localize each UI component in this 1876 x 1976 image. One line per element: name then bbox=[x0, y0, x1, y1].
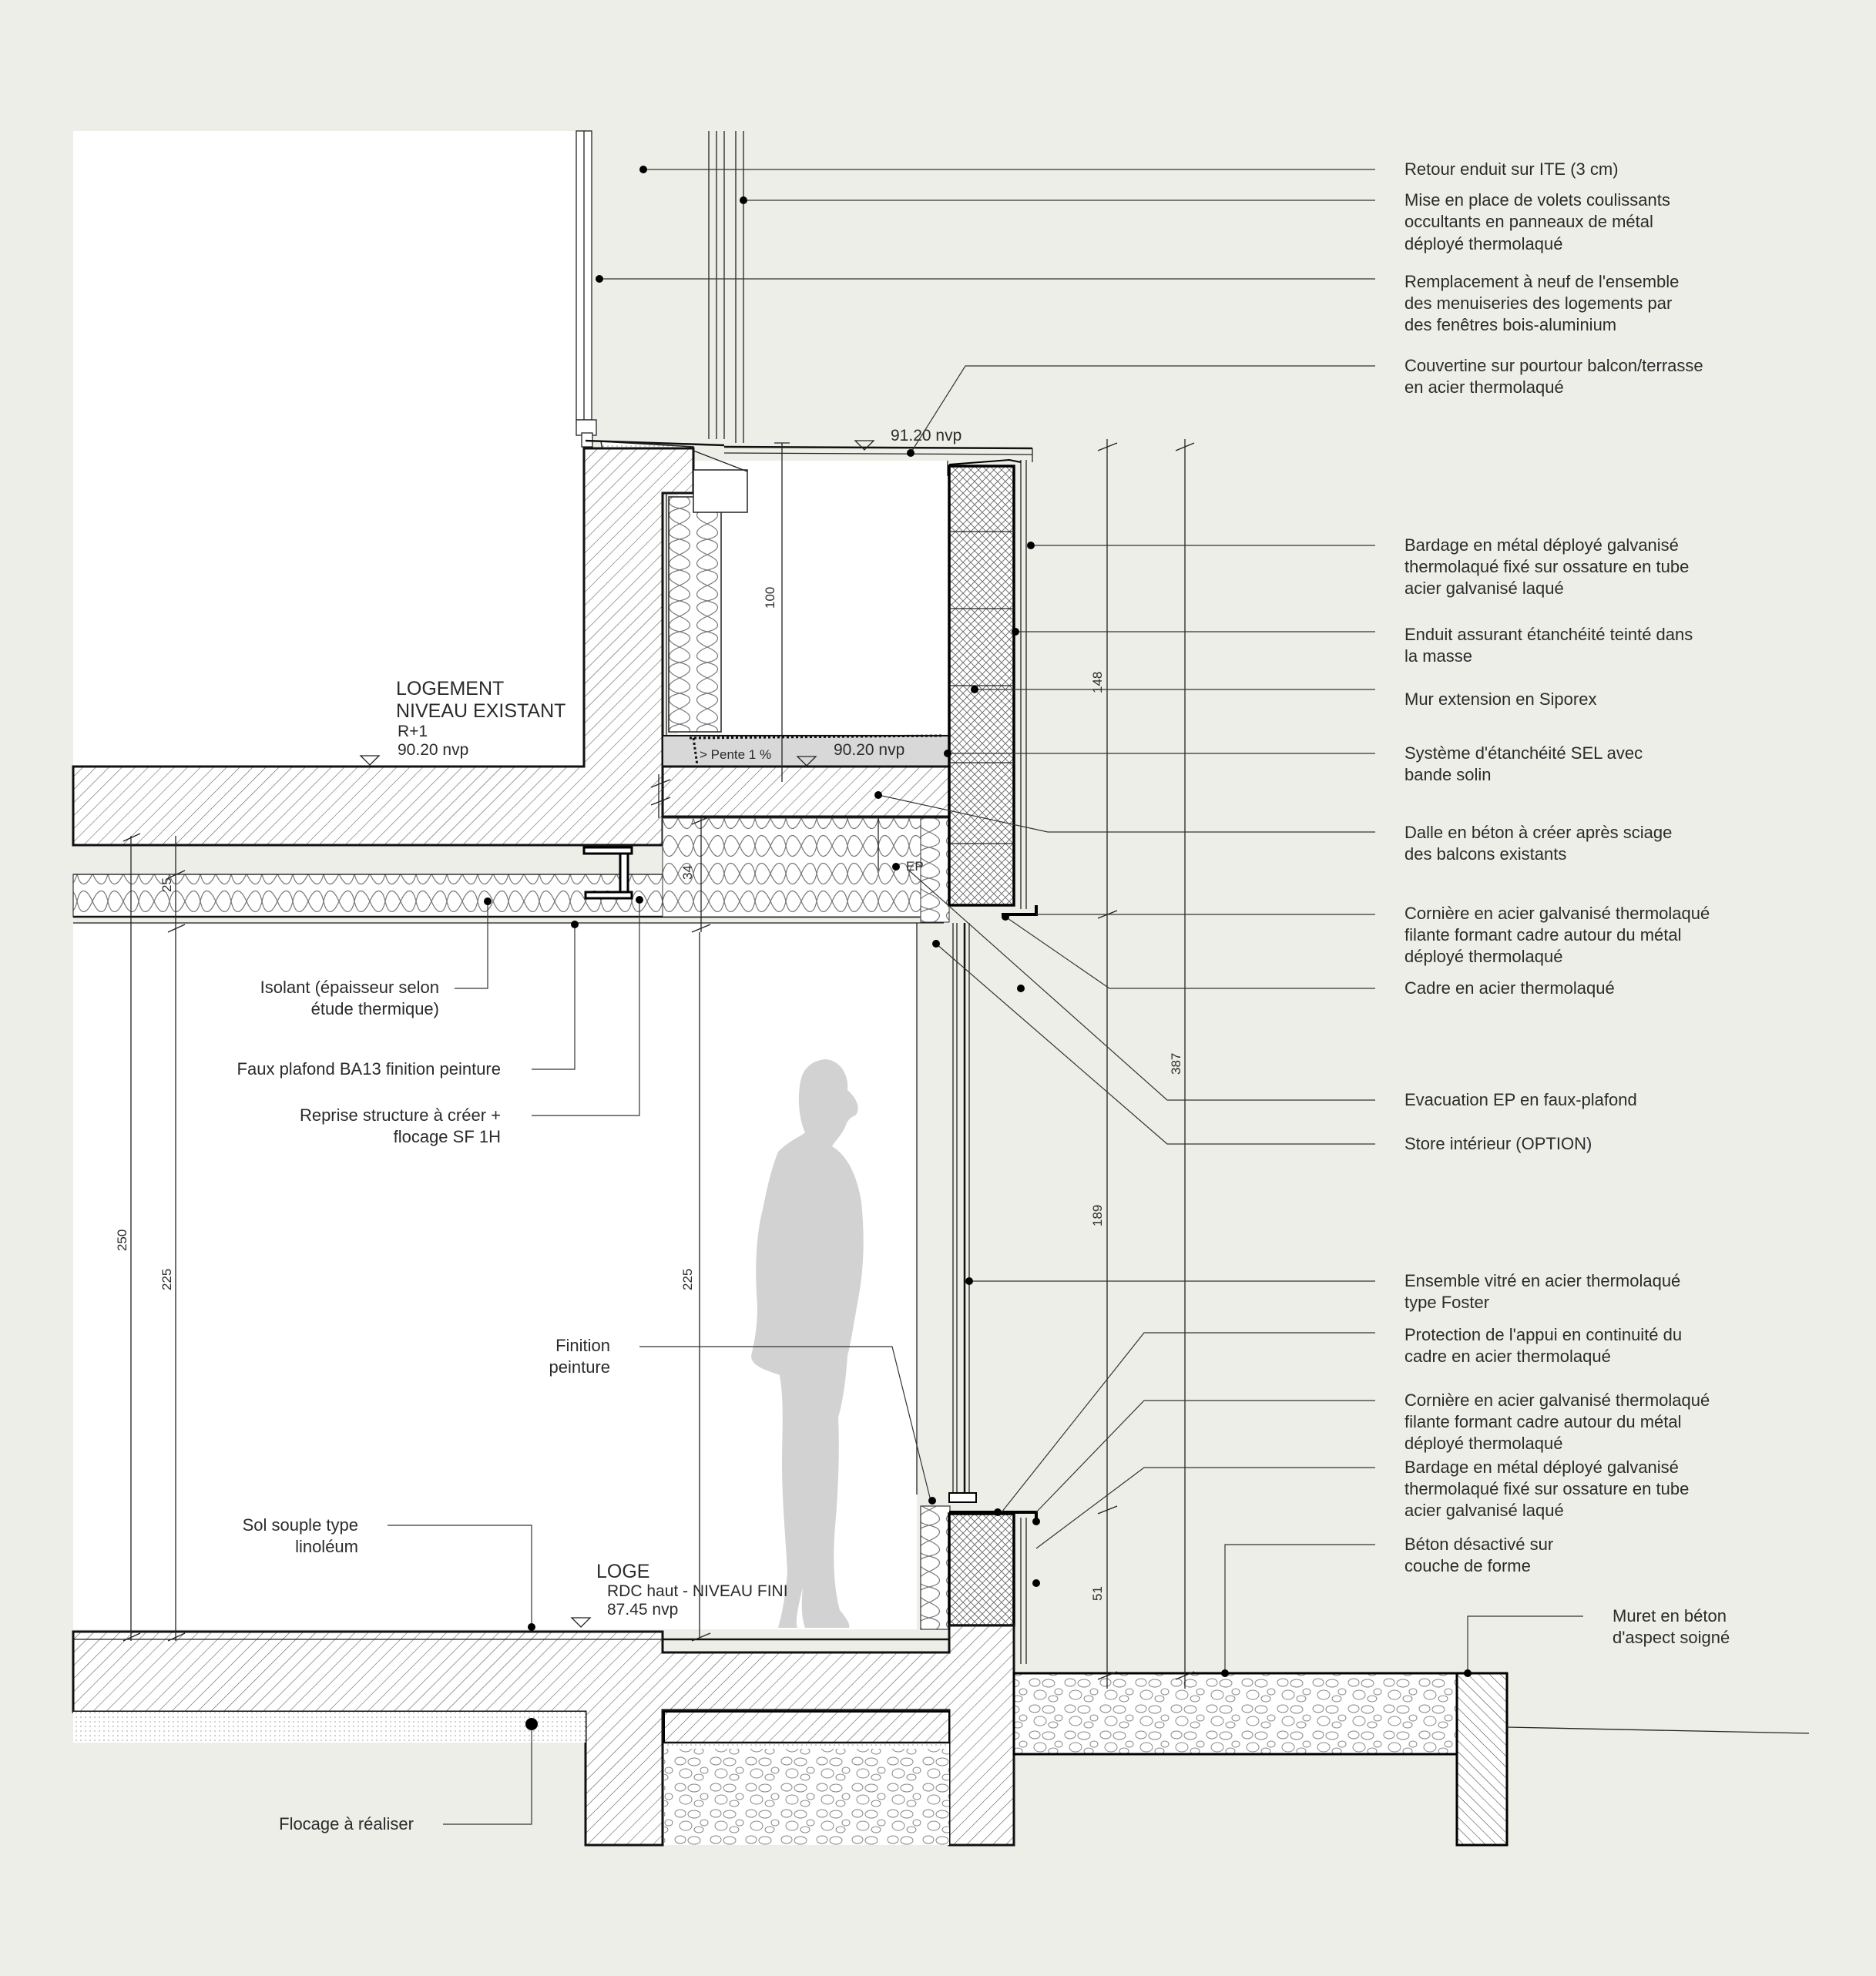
upper-room bbox=[73, 131, 584, 767]
loge-title: LOGE bbox=[596, 1561, 649, 1582]
leader-dots bbox=[484, 166, 1472, 1730]
dim-34: 34 bbox=[680, 865, 695, 880]
note-bardage2-3: acier galvanisé laqué bbox=[1404, 1501, 1564, 1520]
note-cadre: Cadre en acier thermolaqué bbox=[1404, 978, 1615, 998]
note-bardage2-1: Bardage en métal déployé galvanisé bbox=[1404, 1458, 1679, 1477]
note-couvertine-1: Couvertine sur pourtour balcon/terrasse bbox=[1404, 356, 1703, 375]
dim-100: 100 bbox=[763, 587, 777, 609]
note-menuiseries-1: Remplacement à neuf de l'ensemble bbox=[1404, 272, 1679, 291]
note-beton-2: couche de forme bbox=[1404, 1556, 1531, 1575]
dim-225-mid: 225 bbox=[680, 1269, 695, 1290]
dim-25: 25 bbox=[159, 877, 174, 892]
wall-insulation bbox=[668, 496, 722, 733]
note-dalle-2: des balcons existants bbox=[1404, 844, 1566, 864]
note-siporex: Mur extension en Siporex bbox=[1404, 689, 1596, 709]
note-evacuation: Evacuation EP en faux-plafond bbox=[1404, 1090, 1637, 1109]
upper-window bbox=[576, 130, 744, 448]
dim-250: 250 bbox=[115, 1230, 129, 1251]
note-muret-1: Muret en béton bbox=[1613, 1606, 1727, 1625]
loge-level: 87.45 nvp bbox=[607, 1601, 678, 1619]
corniere-top bbox=[1002, 905, 1038, 916]
muret-beton bbox=[1455, 1672, 1509, 1847]
note-finition-2: peinture bbox=[549, 1357, 610, 1377]
note-couvertine-2: en acier thermolaqué bbox=[1404, 377, 1564, 397]
corniere-bottom bbox=[949, 1511, 1038, 1521]
top-level: 91.20 nvp bbox=[891, 427, 961, 445]
dimension-lines bbox=[122, 439, 1195, 1689]
note-protection-2: cadre en acier thermolaqué bbox=[1404, 1347, 1611, 1366]
note-isolant-1: Isolant (épaisseur selon bbox=[260, 978, 439, 997]
level-markers bbox=[359, 440, 875, 1628]
person-silhouette bbox=[751, 1059, 864, 1628]
note-corniere2-3: déployé thermolaqué bbox=[1404, 1434, 1562, 1453]
logement-subtitle: NIVEAU EXISTANT bbox=[396, 700, 565, 722]
note-reprise-2: flocage SF 1H bbox=[394, 1127, 501, 1146]
leader-lines bbox=[388, 169, 1583, 1825]
left-annotations: Isolant (épaisseur selon étude thermique… bbox=[237, 978, 610, 1833]
note-corniere2-1: Cornière en acier galvanisé thermolaqué bbox=[1404, 1391, 1710, 1410]
note-muret-2: d'aspect soigné bbox=[1613, 1628, 1730, 1647]
note-sel-2: bande solin bbox=[1404, 765, 1492, 784]
note-sol-1: Sol souple type bbox=[243, 1515, 358, 1535]
ep-label: EP bbox=[906, 859, 924, 874]
note-corniere1-2: filante formant cadre autour du métal bbox=[1404, 925, 1682, 944]
pente-label: > Pente 1 % bbox=[700, 747, 771, 762]
siporex-lower bbox=[948, 1512, 1015, 1627]
note-corniere1-1: Cornière en acier galvanisé thermolaqué bbox=[1404, 904, 1710, 923]
logement-title: LOGEMENT bbox=[396, 678, 504, 699]
note-protection-1: Protection de l'appui en continuité du bbox=[1404, 1325, 1682, 1344]
note-enduit-2: la masse bbox=[1404, 646, 1472, 666]
dim-225-left: 225 bbox=[159, 1269, 174, 1290]
dim-148: 148 bbox=[1090, 672, 1105, 693]
note-faux-plafond: Faux plafond BA13 finition peinture bbox=[237, 1059, 501, 1079]
note-store: Store intérieur (OPTION) bbox=[1404, 1134, 1592, 1153]
note-ensemble-2: type Foster bbox=[1404, 1293, 1489, 1312]
logement-level: 90.20 nvp bbox=[398, 741, 468, 759]
steel-beam bbox=[582, 846, 633, 900]
note-ensemble-1: Ensemble vitré en acier thermolaqué bbox=[1404, 1271, 1680, 1290]
note-dalle-1: Dalle en béton à créer après sciage bbox=[1404, 823, 1672, 842]
note-sol-2: linoléum bbox=[295, 1537, 358, 1556]
dim-51: 51 bbox=[1090, 1586, 1105, 1601]
note-volets-3: déployé thermolaqué bbox=[1404, 234, 1562, 253]
glazed-wall bbox=[916, 923, 977, 1503]
note-corniere2-2: filante formant cadre autour du métal bbox=[1404, 1412, 1682, 1431]
note-beton-1: Béton désactivé sur bbox=[1404, 1535, 1553, 1554]
note-volets-1: Mise en place de volets coulissants bbox=[1404, 190, 1670, 210]
siporex-wall bbox=[948, 458, 1027, 909]
loge-subtitle: RDC haut - NIVEAU FINI bbox=[607, 1582, 788, 1600]
note-corniere1-3: déployé thermolaqué bbox=[1404, 947, 1562, 966]
note-finition-1: Finition bbox=[555, 1336, 610, 1355]
beton-desactive bbox=[1012, 1672, 1458, 1756]
note-bardage1-2: thermolaqué fixé sur ossature en tube bbox=[1404, 557, 1689, 576]
dim-189: 189 bbox=[1090, 1205, 1105, 1226]
note-bardage1-3: acier galvanisé laqué bbox=[1404, 579, 1564, 598]
note-volets-2: occultants en panneaux de métal bbox=[1404, 212, 1653, 231]
note-menuiseries-2: des menuiseries des logements par bbox=[1404, 294, 1672, 313]
logement-floor: R+1 bbox=[398, 723, 428, 740]
right-annotations: Retour enduit sur ITE (3 cm) Mise en pla… bbox=[1404, 159, 1730, 1647]
note-bardage1-1: Bardage en métal déployé galvanisé bbox=[1404, 535, 1679, 555]
note-reprise-1: Reprise structure à créer + bbox=[300, 1105, 501, 1125]
dim-387: 387 bbox=[1169, 1053, 1183, 1075]
note-menuiseries-3: des fenêtres bois-aluminium bbox=[1404, 315, 1616, 334]
note-sel-1: Système d'étanchéité SEL avec bbox=[1404, 743, 1643, 763]
note-retour: Retour enduit sur ITE (3 cm) bbox=[1404, 159, 1619, 179]
note-isolant-2: étude thermique) bbox=[311, 999, 439, 1018]
note-bardage2-2: thermolaqué fixé sur ossature en tube bbox=[1404, 1479, 1689, 1498]
terrace-level: 90.20 nvp bbox=[834, 741, 904, 759]
note-flocage: Flocage à réaliser bbox=[279, 1814, 414, 1833]
note-enduit-1: Enduit assurant étanchéité teinté dans bbox=[1404, 625, 1693, 644]
